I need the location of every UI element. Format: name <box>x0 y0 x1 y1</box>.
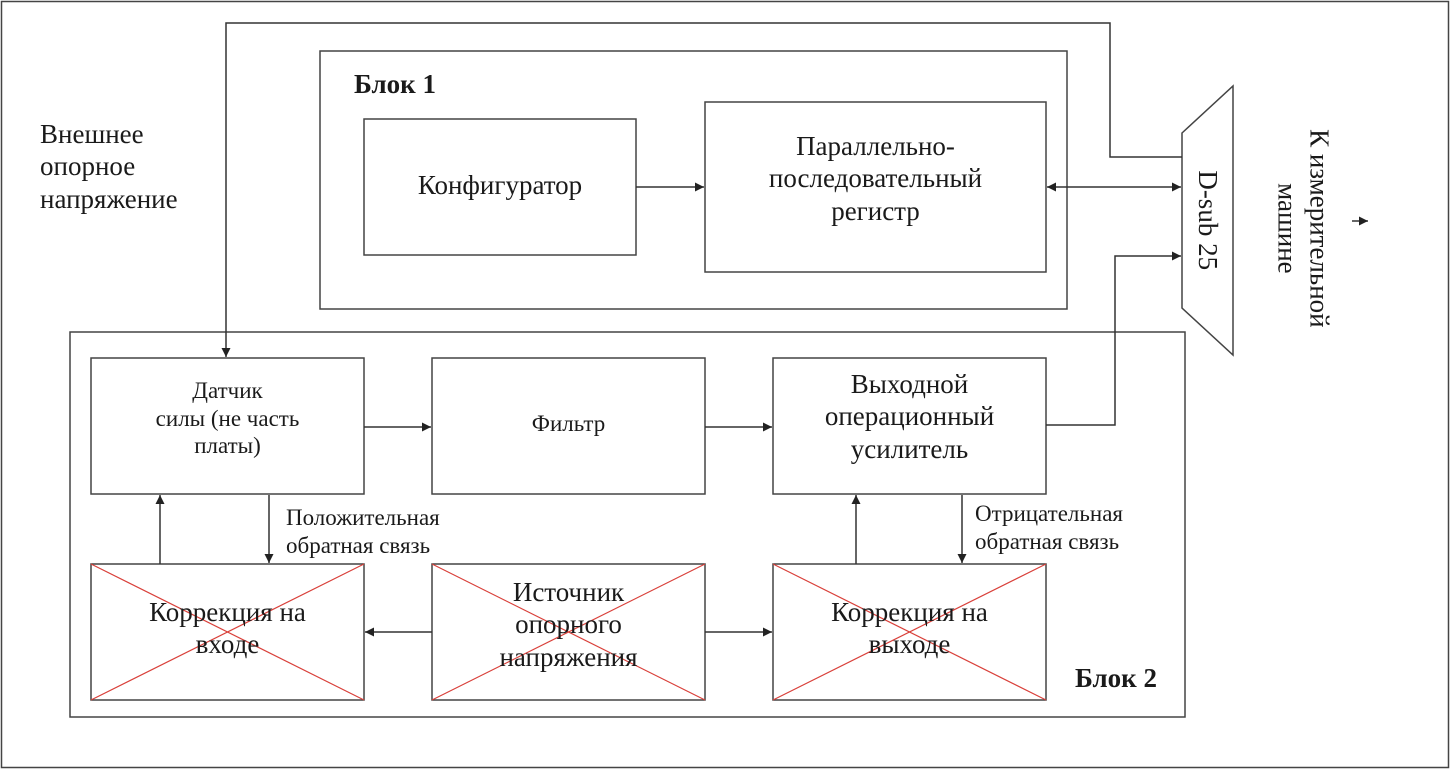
dsub-label: D-sub 25 <box>1193 170 1224 271</box>
reference-source-label: Источник опорного напряжения <box>499 577 638 672</box>
opamp-label: Выходной операционный усилитель <box>824 369 995 464</box>
configurator-label: Конфигуратор <box>417 170 583 200</box>
output-correction-label: Коррекция на выходе <box>831 597 988 660</box>
block2-frame <box>69 331 1186 718</box>
sensor-box <box>90 357 365 495</box>
register-box <box>704 101 1047 273</box>
opamp-box <box>772 357 1047 495</box>
output-correction-box <box>772 563 1047 701</box>
arrow-opamp-connector <box>1046 251 1181 426</box>
input-correction-box <box>90 563 365 701</box>
negative-feedback-label: Отрицательная обратная связь <box>975 501 1123 554</box>
external-voltage-label: Внешнее опорное напряжение <box>40 119 178 214</box>
to-machine-label: К измерительной машине <box>1272 129 1335 328</box>
block1-title: Блок 1 <box>354 69 436 99</box>
dsub-connector <box>1181 84 1234 357</box>
register-label: Параллельно- последовательный регистр <box>768 131 983 226</box>
output-correction-cross-b <box>772 563 1047 701</box>
filter-label: Фильтр <box>531 411 606 436</box>
block2-title: Блок 2 <box>1075 663 1157 693</box>
reference-source-cross-b <box>431 563 706 701</box>
filter-box <box>431 357 706 495</box>
positive-feedback-label: Положительная обратная связь <box>286 505 440 558</box>
block1-frame <box>319 50 1068 310</box>
input-correction-label: Коррекция на входе <box>149 597 306 660</box>
external-reference-wire <box>221 22 1182 357</box>
sensor-label: Датчик силы (не часть платы) <box>155 378 300 459</box>
input-correction-cross-b <box>90 563 365 701</box>
